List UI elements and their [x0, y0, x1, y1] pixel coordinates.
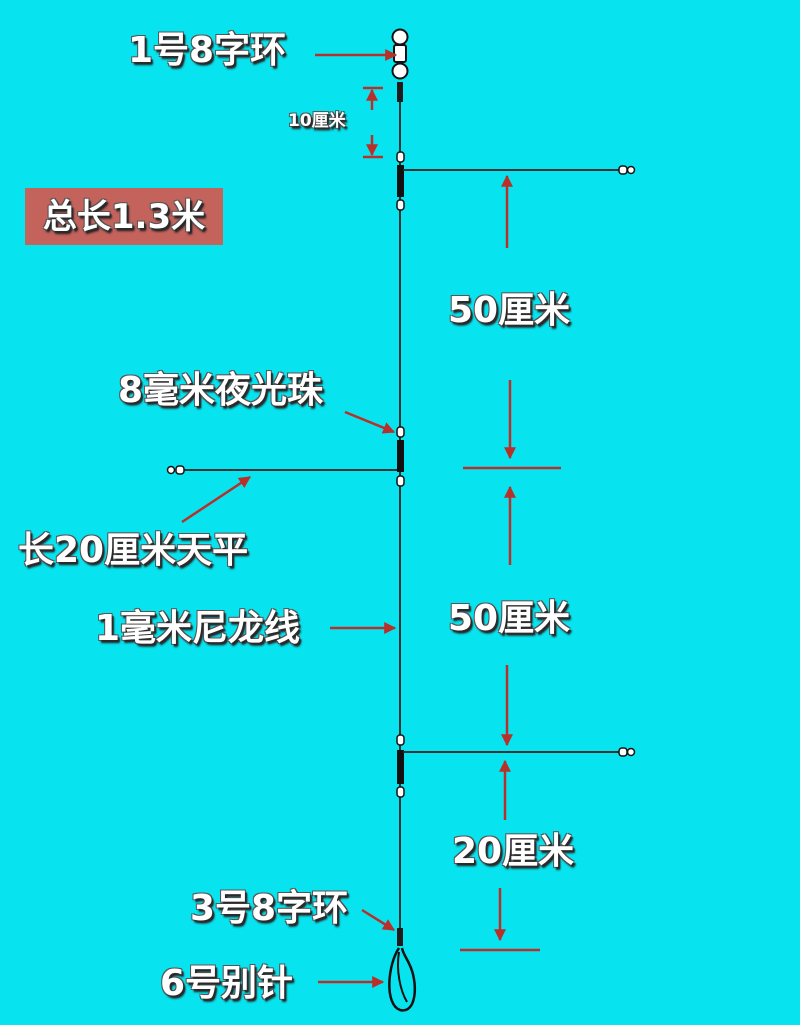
sleeve: [397, 165, 404, 197]
label-luminous-bead: 8毫米夜光珠: [118, 370, 324, 411]
bead-top: [396, 734, 405, 746]
label-boom: 长20厘米天平: [18, 530, 249, 571]
bead-bottom: [396, 475, 405, 487]
boom-swivel-ring: [626, 747, 636, 757]
boom-swivel: [618, 747, 628, 757]
label-total-length: 总长1.3米: [42, 196, 206, 237]
boom-swivel-ring: [166, 465, 176, 475]
total-length-badge: 总长1.3米: [25, 188, 223, 245]
label-main-line: 1毫米尼龙线: [95, 608, 301, 649]
label-spacing-1: 50厘米: [448, 290, 571, 331]
arrow-bottom-swivel: [361, 908, 396, 932]
label-snap: 6号别针: [160, 963, 294, 1004]
bead-bottom: [396, 786, 405, 798]
boom-swivel: [618, 165, 628, 175]
top-swivel: [391, 28, 409, 102]
sleeve: [397, 440, 404, 472]
label-spacing-2: 50厘米: [448, 598, 571, 639]
arrow-boom: [181, 475, 252, 524]
bead-top: [396, 151, 405, 163]
branch-2: [166, 426, 405, 487]
label-top-swivel: 1号8字环: [128, 30, 287, 71]
sleeve: [397, 750, 404, 784]
bottom-swivel: [397, 928, 403, 946]
boom-swivel: [175, 465, 185, 475]
dimension-arrows: [181, 49, 561, 988]
boom-swivel-ring: [626, 165, 636, 175]
bead-bottom: [396, 199, 405, 211]
arrow-luminous-bead: [344, 410, 396, 434]
bead-top: [396, 426, 405, 438]
branch-3: [396, 734, 636, 798]
branch-1: [396, 151, 636, 211]
snap-pin: [388, 947, 417, 1012]
label-top-spacing: 10厘米: [288, 111, 346, 131]
label-spacing-3: 20厘米: [452, 831, 575, 872]
label-bottom-swivel: 3号8字环: [190, 888, 349, 929]
